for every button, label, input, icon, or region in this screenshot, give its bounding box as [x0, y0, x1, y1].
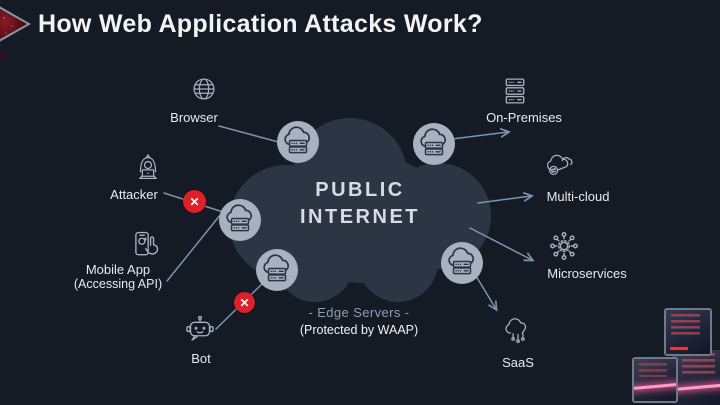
public-internet-line1: PUBLIC — [315, 179, 405, 201]
edge-server-node — [219, 199, 261, 241]
mobile-app-label-line1: Mobile App — [85, 262, 151, 277]
edge-server-nodes — [219, 121, 483, 291]
laptop-scene-image — [634, 359, 676, 401]
on-premises-label: On-Premises — [486, 110, 562, 125]
multi-cloud-label: Multi-cloud — [546, 189, 610, 204]
microservices-icon — [550, 232, 578, 260]
mobile-tap-icon — [135, 231, 159, 256]
bot-blocked-x-icon: ✕ — [234, 292, 255, 313]
edge-server-node — [256, 249, 298, 291]
connector-saas — [475, 275, 496, 309]
brand-logo-icon — [0, 6, 32, 60]
edge-server-node — [441, 242, 483, 284]
edge-servers-caption: - Edge Servers - (Protected by WAAP) — [300, 305, 418, 337]
public-internet-label: PUBLIC INTERNET — [300, 177, 420, 231]
screenshot-thumbnail-large — [672, 350, 720, 405]
mobile-app-label: Mobile App (Accessing API) — [74, 262, 162, 292]
screenshot-thumbnail-laptop — [632, 357, 678, 403]
attacker-label: Attacker — [110, 187, 158, 202]
browser-label: Browser — [170, 110, 218, 125]
edge-servers-caption-line1: - Edge Servers - — [308, 305, 410, 320]
edge-servers-caption-line2: (Protected by WAAP) — [299, 323, 419, 337]
connector-multi-cloud — [477, 196, 531, 204]
desk-scene-image — [672, 350, 720, 405]
bot-label: Bot — [191, 351, 211, 366]
hacker-icon — [139, 154, 157, 179]
microservices-label: Microservices — [547, 266, 627, 281]
connector-browser — [218, 125, 283, 144]
connector-mobile-app — [166, 213, 222, 282]
saas-cloud-icon — [505, 318, 527, 344]
screenshot-thumbnail-code — [664, 308, 712, 356]
code-editor-image — [666, 310, 710, 354]
public-internet-cloud — [229, 118, 491, 302]
attack-blocked-x-icon: ✕ — [183, 190, 206, 213]
robot-icon — [186, 315, 214, 341]
connector-microservices — [469, 227, 532, 260]
multi-cloud-icon — [546, 154, 573, 175]
edge-server-node — [413, 123, 455, 165]
public-internet-line2: INTERNET — [300, 206, 420, 228]
saas-label: SaaS — [502, 355, 534, 370]
mobile-app-label-line2: (Accessing API) — [73, 277, 163, 291]
connector-on-premises — [451, 132, 508, 140]
edge-server-node — [277, 121, 319, 163]
slide-title: How Web Application Attacks Work? — [38, 10, 483, 38]
server-stack-icon — [505, 78, 525, 104]
globe-icon — [193, 78, 215, 100]
